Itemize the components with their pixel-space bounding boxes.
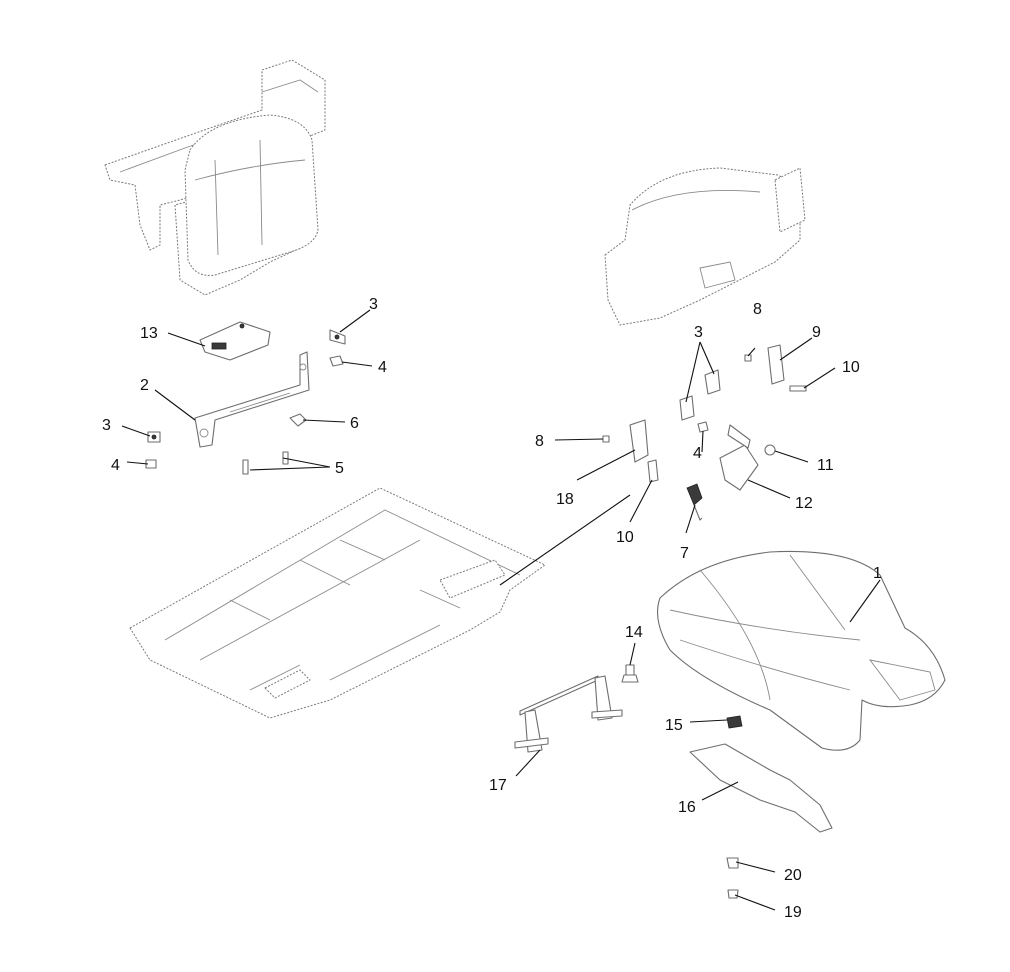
callout-12: 12	[795, 495, 813, 512]
seat-bracket-part-2	[194, 351, 310, 448]
fasteners-left	[145, 329, 346, 475]
callout-13: 13	[140, 325, 158, 342]
callout-18: 18	[556, 491, 574, 508]
rear-seat-back	[184, 114, 319, 276]
heat-shield-part-16	[689, 743, 833, 833]
callout-8: 8	[753, 301, 762, 318]
callout-17: 17	[489, 777, 507, 794]
callout-7: 7	[680, 545, 689, 562]
callout-2: 2	[140, 377, 149, 394]
callout-3: 3	[369, 296, 378, 313]
clips-19-20	[726, 857, 739, 899]
callout-10: 10	[842, 359, 860, 376]
callout-4: 4	[111, 457, 120, 474]
callout-15: 15	[665, 717, 683, 734]
callouts: 1 2 3 3 3 4 4 4 5 6 7 8 8 9 10 10 11 12 …	[102, 296, 882, 921]
seat-frame	[129, 487, 546, 719]
callout-6: 6	[350, 415, 359, 432]
callout-16: 16	[678, 799, 696, 816]
front-seat-back-housing	[604, 167, 806, 326]
leader-lines	[121, 309, 881, 911]
callout-10: 10	[616, 529, 634, 546]
seat-part-1	[657, 550, 946, 751]
callout-19: 19	[784, 904, 802, 921]
seat-mount-part-17	[514, 675, 623, 753]
callout-3: 3	[694, 324, 703, 341]
callout-1: 1	[873, 565, 882, 582]
bumpers	[621, 664, 743, 729]
callout-3: 3	[102, 417, 111, 434]
callout-14: 14	[625, 624, 643, 641]
callout-8: 8	[535, 433, 544, 450]
latch-part-13	[199, 321, 271, 361]
callout-9: 9	[812, 324, 821, 341]
callout-4: 4	[693, 445, 702, 462]
callout-20: 20	[784, 867, 802, 884]
hardware-right	[602, 344, 807, 521]
callout-11: 11	[817, 457, 834, 474]
callout-4: 4	[378, 359, 387, 376]
callout-5: 5	[335, 460, 344, 477]
